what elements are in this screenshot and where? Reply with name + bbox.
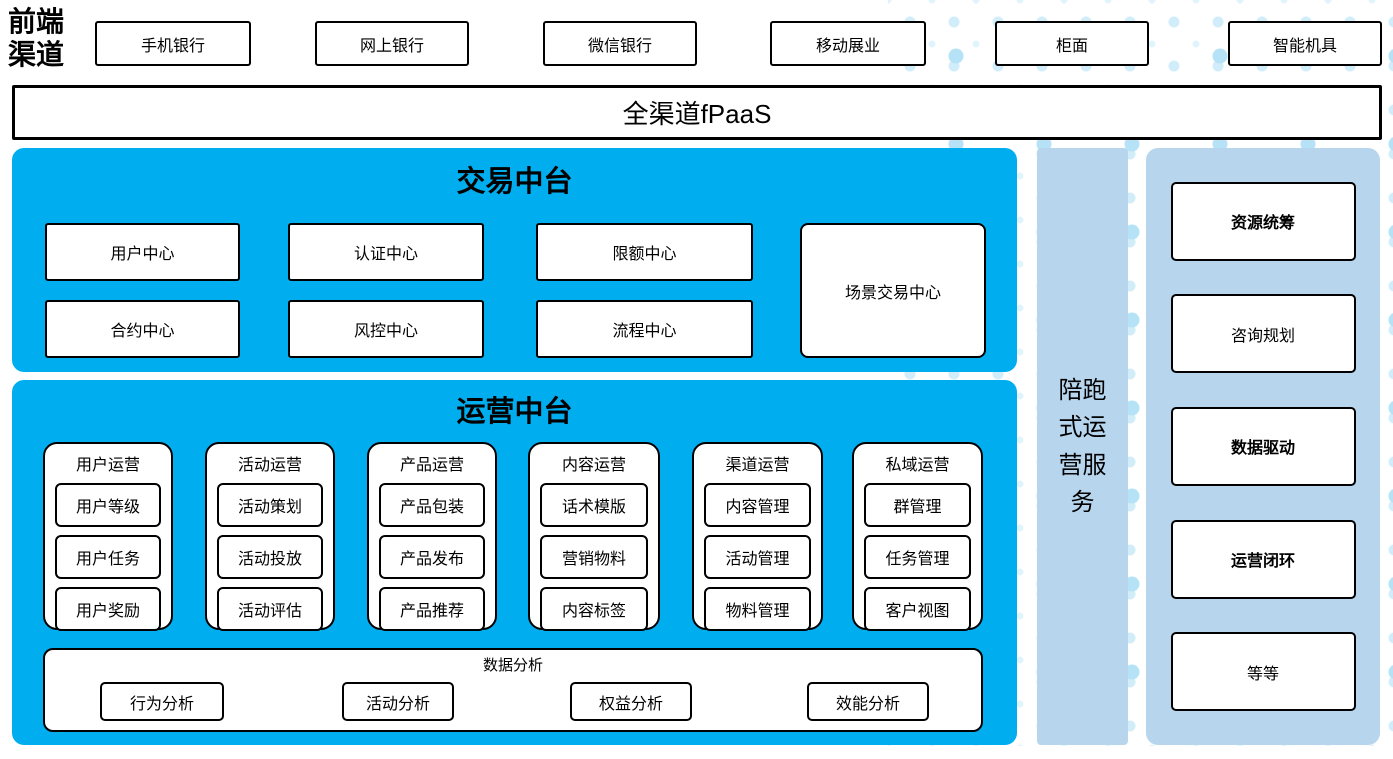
group-item-box: 话术模版 xyxy=(540,483,648,527)
ops-group-card-content: 内容运营 话术模版 营销物料 内容标签 xyxy=(528,442,660,631)
center-box-process: 流程中心 xyxy=(536,300,753,358)
channel-box-online-banking: 网上银行 xyxy=(315,21,469,66)
ops-group-card-user: 用户运营 用户等级 用户任务 用户奖励 xyxy=(43,442,173,631)
group-item-box: 活动策划 xyxy=(217,483,323,527)
ops-group-card-activity: 活动运营 活动策划 活动投放 活动评估 xyxy=(205,442,335,631)
channel-box-mobile-banking: 手机银行 xyxy=(95,21,251,66)
service-box-consulting: 咨询规划 xyxy=(1170,294,1356,374)
channel-box-mobile-outreach: 移动展业 xyxy=(770,21,926,66)
service-box-resource-planning: 资源统筹 xyxy=(1170,181,1356,261)
scene-trade-center-box: 场景交易中心 xyxy=(800,223,986,358)
analysis-item-box: 权益分析 xyxy=(570,682,692,721)
group-title: 私域运营 xyxy=(885,457,950,474)
group-item-box: 产品发布 xyxy=(379,535,485,579)
ops-platform-section: 运营中台 用户运营 用户等级 用户任务 用户奖励 活动运营 活动策划 活动投放 … xyxy=(12,380,1017,745)
center-box-contract: 合约中心 xyxy=(45,300,240,358)
group-item-box: 活动管理 xyxy=(704,535,811,579)
group-item-box: 内容管理 xyxy=(704,483,811,527)
ops-group-card-product: 产品运营 产品包装 产品发布 产品推荐 xyxy=(367,442,497,631)
service-box-etc: 等等 xyxy=(1170,632,1356,712)
center-box-limit: 限额中心 xyxy=(536,223,753,281)
group-item-box: 营销物料 xyxy=(540,535,648,579)
companion-service-label: 陪跑式运营服务 xyxy=(1058,377,1107,516)
ops-group-card-private-domain: 私域运营 群管理 任务管理 客户视图 xyxy=(852,442,983,631)
trade-platform-title: 交易中台 xyxy=(456,166,573,198)
group-item-box: 物料管理 xyxy=(704,587,811,631)
service-box-data-driven: 数据驱动 xyxy=(1170,406,1356,486)
channel-box-counter: 柜面 xyxy=(995,21,1149,66)
group-item-box: 用户等级 xyxy=(55,483,161,527)
analysis-item-box: 活动分析 xyxy=(342,682,454,721)
ops-group-card-channel: 渠道运营 内容管理 活动管理 物料管理 xyxy=(692,442,823,631)
group-item-box: 活动投放 xyxy=(217,535,323,579)
group-title: 活动运营 xyxy=(237,457,302,474)
channel-box-smart-machines: 智能机具 xyxy=(1228,21,1382,66)
group-title: 内容运营 xyxy=(561,457,626,474)
group-item-box: 任务管理 xyxy=(864,535,971,579)
service-box-ops-loop: 运营闭环 xyxy=(1170,519,1356,599)
group-item-box: 产品包装 xyxy=(379,483,485,527)
group-title: 用户运营 xyxy=(75,457,140,474)
center-box-auth: 认证中心 xyxy=(288,223,484,281)
analysis-item-box: 效能分析 xyxy=(807,682,929,721)
center-box-risk: 风控中心 xyxy=(288,300,484,358)
data-analysis-panel: 数据分析 行为分析 活动分析 权益分析 效能分析 xyxy=(43,648,983,732)
group-item-box: 用户奖励 xyxy=(55,587,161,631)
group-item-box: 用户任务 xyxy=(55,535,161,579)
ops-platform-title: 运营中台 xyxy=(456,396,573,428)
companion-service-column: 陪跑式运营服务 xyxy=(1037,148,1128,745)
group-title: 渠道运营 xyxy=(725,457,790,474)
group-item-box: 客户视图 xyxy=(864,587,971,631)
group-item-box: 群管理 xyxy=(864,483,971,527)
center-box-user: 用户中心 xyxy=(45,223,240,281)
group-item-box: 产品推荐 xyxy=(379,587,485,631)
group-item-box: 内容标签 xyxy=(540,587,648,631)
group-title: 产品运营 xyxy=(399,457,464,474)
front-channels-label: 前端渠道 xyxy=(8,7,65,72)
channel-box-wechat-banking: 微信银行 xyxy=(543,21,697,66)
trade-platform-section: 交易中台 用户中心 认证中心 限额中心 合约中心 风控中心 流程中心 场景交易中… xyxy=(12,148,1017,372)
analysis-item-box: 行为分析 xyxy=(100,682,224,721)
data-analysis-title: 数据分析 xyxy=(482,657,543,674)
fpaas-bar: 全渠道fPaaS xyxy=(12,85,1382,140)
service-capability-column: 资源统筹 咨询规划 数据驱动 运营闭环 等等 xyxy=(1146,148,1380,745)
group-item-box: 活动评估 xyxy=(217,587,323,631)
